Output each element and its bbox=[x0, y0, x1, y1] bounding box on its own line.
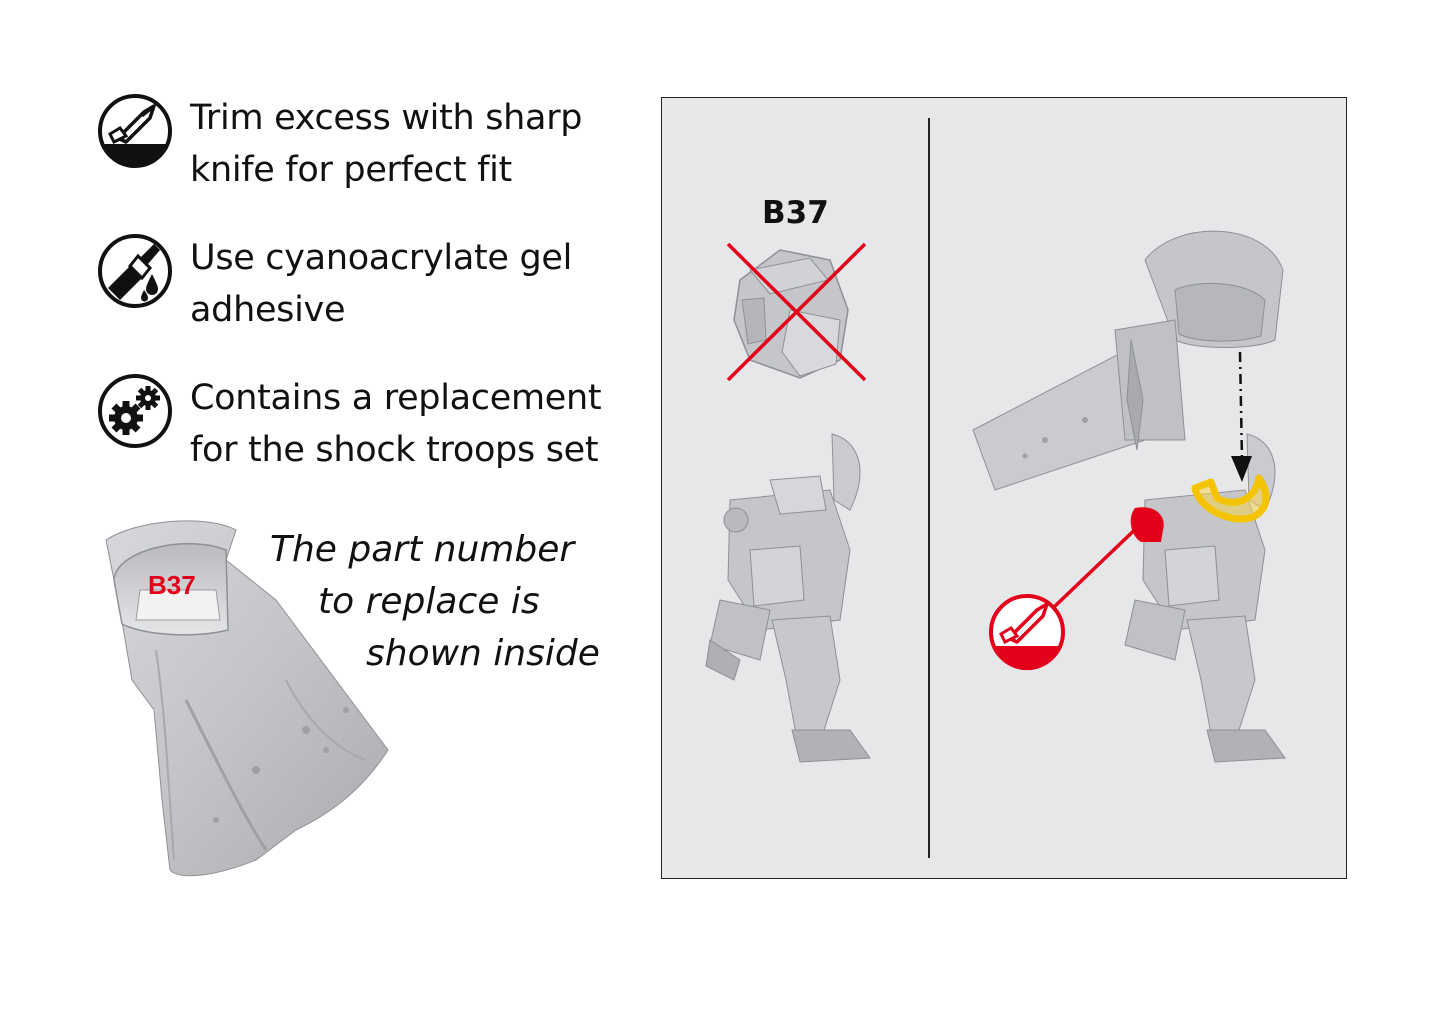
instruction-line: Contains a replacement bbox=[190, 378, 602, 418]
trim-pointer bbox=[989, 507, 1164, 671]
instruction-line: Use cyanoacrylate gel bbox=[190, 238, 573, 278]
removed-part-illustration bbox=[726, 242, 867, 382]
instruction-line: Trim excess with sharp bbox=[190, 98, 583, 138]
note-line: shown inside bbox=[366, 633, 600, 674]
instruction-glue: Use cyanoacrylate gel adhesive bbox=[96, 232, 636, 336]
panel-divider bbox=[928, 118, 930, 858]
soldier-body-glue-illustration bbox=[1124, 433, 1286, 763]
instruction-line: adhesive bbox=[190, 290, 346, 330]
instruction-trim: Trim excess with sharp knife for perfect… bbox=[96, 92, 636, 196]
note-line: to replace is bbox=[318, 581, 540, 622]
attach-arrow bbox=[1231, 351, 1252, 482]
soldier-body-illustration bbox=[705, 433, 871, 763]
instruction-replacement: Contains a replacement for the shock tro… bbox=[96, 372, 636, 476]
note-line: The part number bbox=[270, 529, 575, 570]
cloak-part-illustration: B37 bbox=[105, 520, 389, 877]
knife-icon bbox=[98, 94, 172, 168]
removed-part-number: B37 bbox=[762, 195, 829, 231]
trim-knife-icon bbox=[989, 594, 1065, 671]
cloak-attach-illustration bbox=[972, 230, 1284, 491]
gears-icon bbox=[98, 374, 172, 448]
instruction-line: knife for perfect fit bbox=[190, 150, 512, 190]
instruction-line: for the shock troops set bbox=[190, 430, 599, 470]
glue-drops-icon bbox=[98, 234, 172, 308]
cloak-part-number: B37 bbox=[148, 570, 196, 600]
